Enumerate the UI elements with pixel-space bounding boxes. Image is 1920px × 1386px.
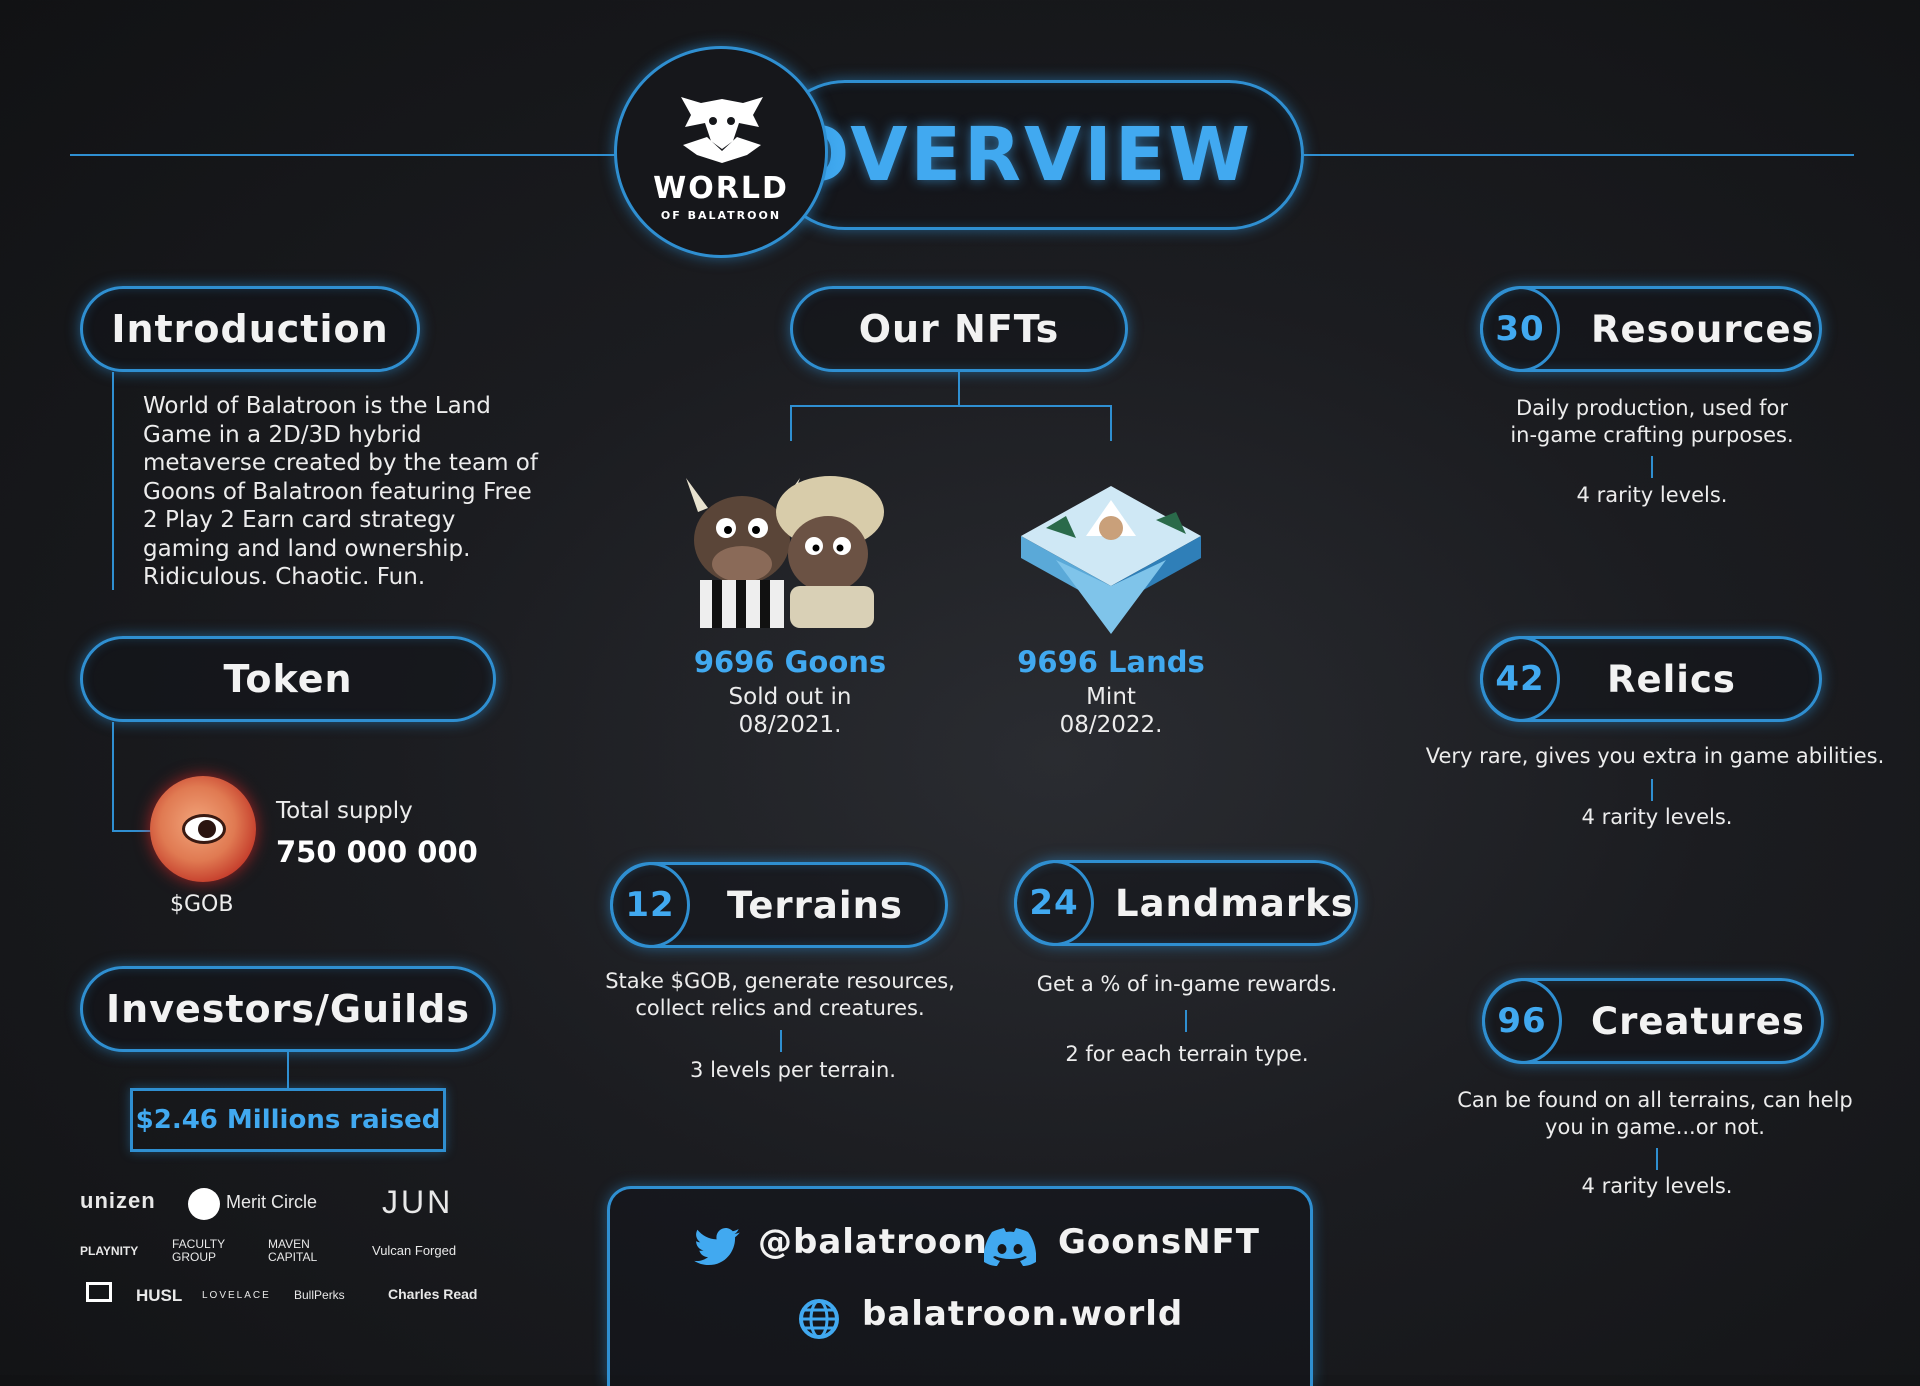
nfts-connector-right: [1110, 405, 1112, 441]
goons-title: 9696 Goons: [693, 645, 887, 679]
resources-title: Resources: [1591, 307, 1815, 351]
creatures-desc2: you in game...or not.: [1545, 1115, 1765, 1139]
goons-line2: 08/2021.: [738, 712, 842, 738]
resources-divider: [1651, 456, 1653, 478]
socials-panel: [607, 1186, 1313, 1386]
introduction-text: World of Balatroon is the Land Game in a…: [143, 393, 538, 590]
nfts-title: Our NFTs: [858, 307, 1060, 351]
nfts-connector-bar: [790, 405, 1112, 407]
raised-box: $2.46 Millions raised: [130, 1088, 446, 1152]
introduction-connector: [112, 372, 114, 590]
investor-logo-merit-circle: Merit Circle: [226, 1192, 318, 1212]
investor-logo-vulcan-forged: Vulcan Forged: [372, 1243, 457, 1258]
lands-line2: 08/2022.: [1059, 712, 1163, 738]
investor-logo-faculty-group: FACULTY GROUP: [172, 1237, 225, 1264]
relics-count: 42: [1480, 636, 1560, 722]
header-title-pill: OVERVIEW: [770, 80, 1304, 230]
resources-desc1: Daily production, used for: [1516, 396, 1788, 420]
introduction-title: Introduction: [111, 307, 389, 351]
token-supply-label: Total supply: [276, 798, 413, 824]
relics-note: 4 rarity levels.: [1581, 805, 1733, 829]
token-connector-h: [112, 830, 152, 832]
lands-illustration: [1016, 476, 1206, 636]
creatures-count: 96: [1482, 978, 1562, 1064]
relics-title: Relics: [1607, 657, 1736, 701]
goons-illustration: [680, 468, 900, 628]
token-title: Token: [223, 657, 353, 701]
token-connector-v: [112, 722, 114, 832]
relics-divider: [1651, 779, 1653, 801]
creatures-note: 4 rarity levels.: [1581, 1174, 1733, 1198]
website-link[interactable]: balatroon.world: [862, 1294, 1184, 1334]
landmarks-count: 24: [1014, 860, 1094, 946]
creatures-heading: 96 Creatures: [1482, 978, 1824, 1064]
capital-logo-icon: [86, 1282, 112, 1302]
landmarks-title: Landmarks: [1115, 881, 1354, 925]
gob-token-icon: [150, 776, 256, 882]
lands-title: 9696 Lands: [1017, 645, 1205, 679]
creatures-title: Creatures: [1591, 999, 1805, 1043]
nfts-connector-left: [790, 405, 792, 441]
landmarks-desc: Get a % of in-game rewards.: [1036, 972, 1338, 996]
terrains-count: 12: [610, 862, 690, 948]
relics-heading: 42 Relics: [1480, 636, 1822, 722]
terrains-desc1: Stake $GOB, generate resources,: [605, 969, 955, 993]
investor-logo-charles-read: Charles Read: [388, 1286, 478, 1302]
raised-amount: $2.46 Millions raised: [135, 1105, 441, 1135]
investor-logo-unizen: unizen: [80, 1188, 156, 1213]
logo-main-text: WORLD: [653, 171, 789, 206]
discord-icon[interactable]: [984, 1228, 1036, 1266]
investors-heading: Investors/Guilds: [80, 966, 496, 1052]
investor-logo-maven-capital: MAVEN CAPITAL: [268, 1237, 318, 1264]
terrains-note: 3 levels per terrain.: [690, 1058, 896, 1082]
investor-logo-husl: HUSL: [136, 1286, 183, 1305]
investor-logo-jun: JUN: [382, 1184, 454, 1220]
terrains-divider: [780, 1030, 782, 1052]
token-ticker: $GOB: [170, 892, 234, 917]
bull-skull-icon: [681, 97, 763, 163]
token-heading: Token: [80, 636, 496, 722]
merit-circle-icon: [188, 1188, 220, 1220]
creatures-desc1: Can be found on all terrains, can help: [1457, 1088, 1853, 1112]
globe-icon[interactable]: [798, 1298, 840, 1340]
logo-sub-text: OF BALATROON: [660, 209, 782, 222]
nfts-heading: Our NFTs: [790, 286, 1128, 372]
twitter-icon[interactable]: [694, 1228, 740, 1266]
landmarks-note: 2 for each terrain type.: [1065, 1042, 1309, 1066]
resources-heading: 30 Resources: [1480, 286, 1822, 372]
discord-handle[interactable]: GoonsNFT: [1058, 1222, 1260, 1262]
lands-line1: Mint: [1086, 684, 1136, 710]
investor-logo-playnity: PLAYNITY: [80, 1244, 139, 1258]
terrains-title: Terrains: [727, 883, 903, 927]
landmarks-heading: 24 Landmarks: [1014, 860, 1358, 946]
creatures-divider: [1656, 1148, 1658, 1170]
header-rule-left: [70, 154, 620, 156]
investors-title: Investors/Guilds: [106, 987, 470, 1031]
resources-note: 4 rarity levels.: [1576, 483, 1728, 507]
token-supply-value: 750 000 000: [276, 835, 478, 869]
investors-connector: [287, 1052, 289, 1088]
resources-desc2: in-game crafting purposes.: [1510, 423, 1794, 447]
resources-count: 30: [1480, 286, 1560, 372]
investor-logo-lovelace: LOVELACE: [202, 1290, 271, 1301]
landmarks-divider: [1185, 1010, 1187, 1032]
page-title: OVERVIEW: [786, 112, 1253, 198]
investor-logo-bullperks: BullPerks: [294, 1288, 345, 1302]
relics-desc: Very rare, gives you extra in game abili…: [1425, 744, 1885, 768]
terrains-heading: 12 Terrains: [610, 862, 948, 948]
introduction-heading: Introduction: [80, 286, 420, 372]
goons-line1: Sold out in: [728, 684, 852, 710]
terrains-desc2: collect relics and creatures.: [635, 996, 925, 1020]
logo-badge: WORLD OF BALATROON: [614, 46, 828, 258]
nfts-connector-stem: [958, 372, 960, 406]
twitter-handle[interactable]: @balatroon: [758, 1222, 988, 1262]
header-rule-right: [1302, 154, 1854, 156]
